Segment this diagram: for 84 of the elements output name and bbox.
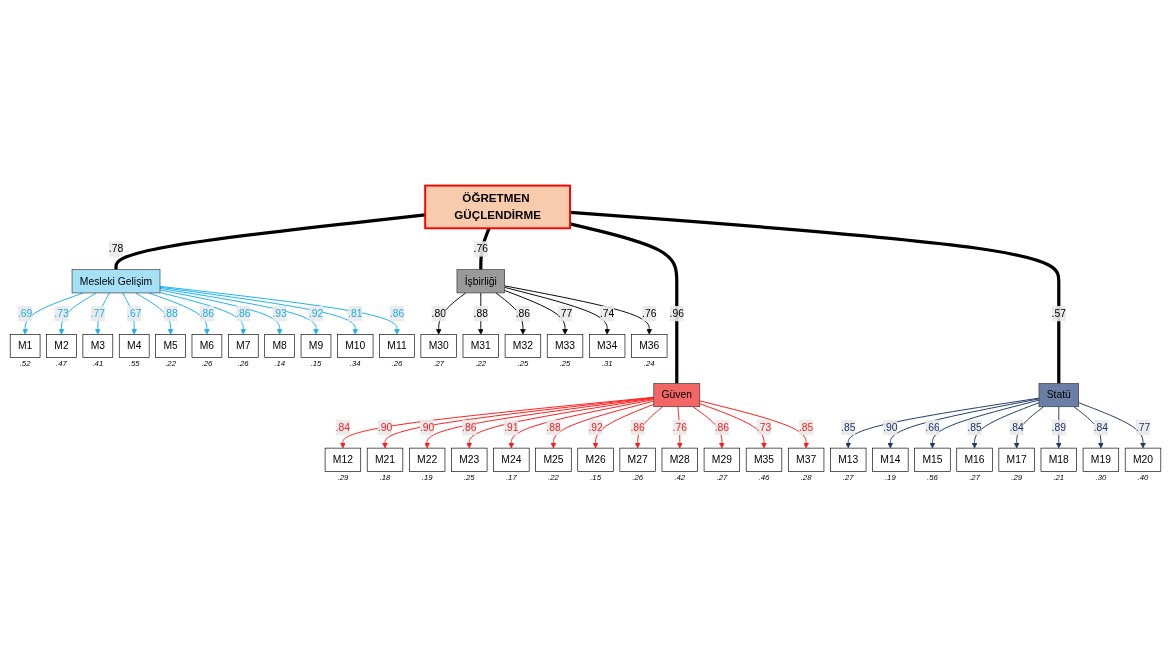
node-box: Statü	[1038, 383, 1079, 408]
node-box: M21	[366, 447, 404, 472]
edge-label: .86	[630, 421, 645, 433]
node-box: M30	[420, 334, 457, 358]
node-box: M23	[451, 447, 488, 472]
node-box: M18	[1040, 447, 1077, 472]
edge-label: .73	[54, 307, 69, 319]
edge-label: .76	[473, 243, 489, 255]
node-box: M37	[787, 447, 825, 472]
node-box: M26	[577, 447, 614, 472]
edge-label: .90	[377, 421, 393, 433]
edge-label: .88	[546, 421, 561, 433]
edge-label: .57	[1051, 307, 1066, 319]
edge-label: .80	[431, 307, 446, 319]
node-box: M22	[409, 447, 446, 472]
node-box: M3	[82, 334, 114, 358]
edge-label: .85	[967, 421, 982, 433]
node-box: M27	[619, 447, 656, 472]
edge-label: .86	[462, 421, 477, 433]
edge-label: .86	[199, 307, 215, 319]
node-box: M35	[745, 447, 783, 472]
edge-label: .88	[163, 307, 178, 319]
node-box: M1	[9, 334, 41, 358]
edge-label: .85	[798, 421, 814, 433]
edge-label: .69	[17, 307, 33, 319]
node-box: M32	[504, 334, 542, 358]
edge-label: .86	[389, 307, 405, 319]
node-box: ÖĞRETMEN GÜÇLENDİRME	[424, 184, 571, 230]
connector	[114, 213, 426, 270]
node-box: İşbirliği	[456, 269, 505, 294]
node-box: M2	[46, 334, 77, 358]
node-box: M4	[118, 334, 150, 358]
edge-label: .89	[1051, 421, 1066, 433]
node-box: M29	[703, 447, 741, 472]
node-box: M9	[300, 334, 332, 358]
node-box: M28	[661, 447, 698, 472]
node-box: M17	[998, 447, 1035, 472]
edge-label: .77	[90, 307, 106, 319]
edge-label: .77	[1135, 421, 1151, 433]
edge-label: .78	[108, 243, 124, 255]
edge-label: .81	[348, 307, 363, 319]
edge-label: .84	[335, 421, 351, 433]
node-box: Güven	[653, 383, 701, 408]
edge-label: .86	[714, 421, 730, 433]
node-box: M34	[589, 334, 626, 358]
edge-label: .73	[756, 421, 772, 433]
edge-label: .76	[672, 421, 687, 433]
node-box: M12	[324, 447, 362, 472]
edge-label: .84	[1093, 421, 1109, 433]
edge-label: .66	[925, 421, 940, 433]
edge-label: .90	[419, 421, 435, 433]
edge-label: .88	[473, 307, 489, 319]
node-box: M15	[914, 447, 951, 472]
edge-label: .74	[599, 307, 615, 319]
edge-label: .84	[1009, 421, 1024, 433]
edge-label: .86	[515, 307, 531, 319]
edge-label: .96	[669, 307, 684, 319]
node-box: M14	[872, 447, 909, 472]
node-box: M16	[956, 447, 993, 472]
node-box: M10	[337, 334, 374, 358]
node-box: M13	[830, 447, 867, 472]
edge-label: .93	[272, 307, 287, 319]
edge-label: .86	[236, 307, 251, 319]
node-box: M19	[1082, 447, 1120, 472]
node-box: M31	[462, 334, 499, 358]
node-box: M6	[191, 334, 223, 358]
edge-label: .90	[883, 421, 898, 433]
node-box: M8	[264, 334, 295, 358]
node-box: M20	[1124, 447, 1162, 472]
node-box: Mesleki Gelişim	[71, 269, 161, 294]
edge-label: .92	[308, 307, 324, 319]
edge-label: .92	[588, 421, 603, 433]
node-box: M11	[379, 334, 415, 358]
node-box: M5	[155, 334, 186, 358]
edge-label: .67	[127, 307, 142, 319]
edge-label: .77	[557, 307, 573, 319]
node-box: M36	[631, 334, 668, 358]
edge-label: .91	[504, 421, 519, 433]
node-box: M25	[535, 447, 572, 472]
edge-label: .85	[841, 421, 856, 433]
node-box: M24	[493, 447, 530, 472]
node-box: M33	[546, 334, 584, 358]
edge-label: .76	[642, 307, 657, 319]
node-box: M7	[228, 334, 259, 358]
